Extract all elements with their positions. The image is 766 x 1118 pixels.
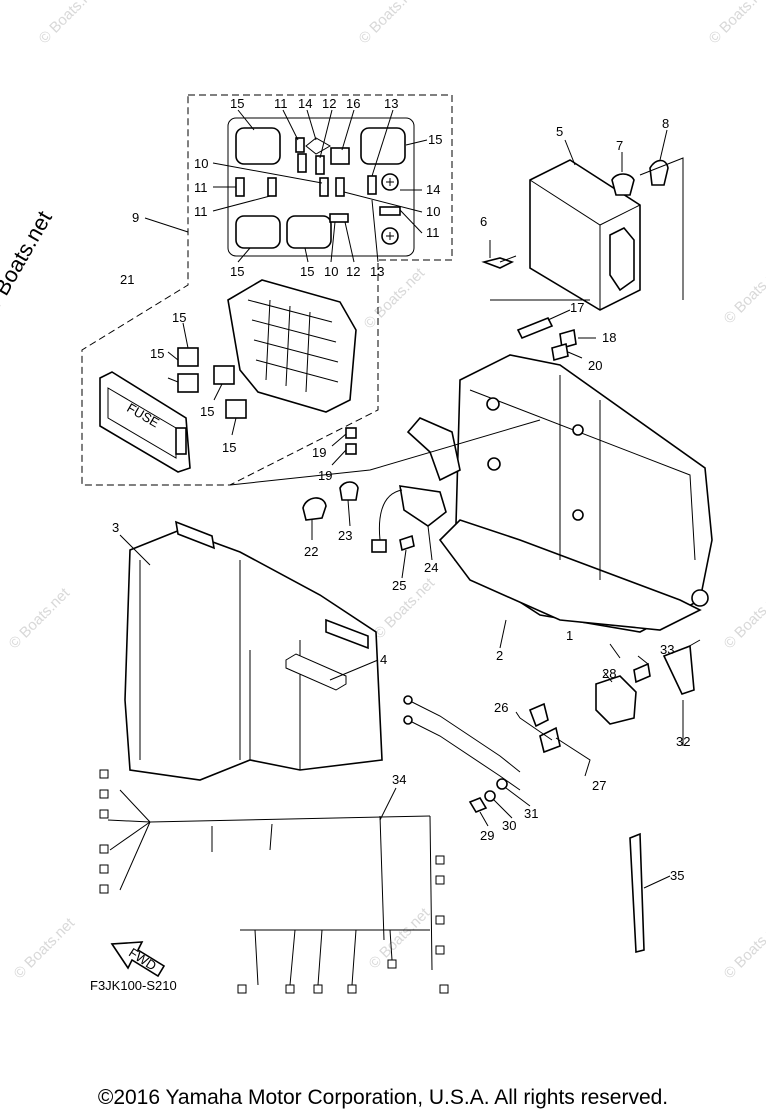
grommets-and-sensor bbox=[229, 419, 541, 579]
callout-29: 29 bbox=[480, 828, 494, 843]
wire-harness bbox=[99, 769, 449, 994]
callout-2: 2 bbox=[496, 648, 503, 663]
callout-27: 27 bbox=[592, 778, 606, 793]
callout-numbers: 1 2 3 4 5 6 7 8 9 17 18 19 19 20 21 22 2… bbox=[112, 116, 690, 883]
box-callout-top: 13 bbox=[384, 96, 398, 111]
callout-21: 21 bbox=[120, 272, 134, 287]
callout-28: 28 bbox=[602, 666, 616, 681]
callout-20: 20 bbox=[588, 358, 602, 373]
relays bbox=[167, 322, 247, 436]
callout-30: 30 bbox=[502, 818, 516, 833]
battery-cables bbox=[403, 639, 701, 827]
callout-9: 9 bbox=[132, 210, 139, 225]
callout-3: 3 bbox=[112, 520, 119, 535]
relay-callout: 15 bbox=[222, 440, 236, 455]
fuse-box-leaders bbox=[144, 109, 428, 263]
relay-callout: 15 bbox=[172, 310, 186, 325]
relay-callout: 15 bbox=[200, 404, 214, 419]
callout-26: 26 bbox=[494, 700, 508, 715]
box-callout-top: 15 bbox=[230, 96, 244, 111]
box-callout-left: 11 bbox=[194, 204, 208, 219]
fuse-box-body bbox=[99, 279, 357, 473]
bracket-parts bbox=[490, 299, 596, 362]
box-callout-bottom: 15 bbox=[300, 264, 314, 279]
callout-33: 33 bbox=[660, 642, 674, 657]
callout-6: 6 bbox=[480, 214, 487, 229]
box-callout-left: 11 bbox=[194, 180, 208, 195]
callout-8: 8 bbox=[662, 116, 669, 131]
box-callout-right: 10 bbox=[426, 204, 440, 219]
catalog-code: F3JK100-S210 bbox=[90, 978, 177, 993]
box-callout-top: 15 bbox=[428, 132, 442, 147]
box-callout-right: 11 bbox=[426, 225, 440, 240]
box-callout-top: 16 bbox=[346, 96, 360, 111]
box-callout-bottom: 10 bbox=[324, 264, 338, 279]
callout-23: 23 bbox=[338, 528, 352, 543]
callout-22: 22 bbox=[304, 544, 318, 559]
callout-7: 7 bbox=[616, 138, 623, 153]
callout-31: 31 bbox=[524, 806, 538, 821]
callout-5: 5 bbox=[556, 124, 563, 139]
copyright-notice: ©2016 Yamaha Motor Corporation, U.S.A. A… bbox=[97, 1086, 669, 1109]
fuse-box-detail bbox=[81, 94, 453, 486]
callout-32: 32 bbox=[676, 734, 690, 749]
box-callout-right: 14 bbox=[426, 182, 440, 197]
callout-19: 19 bbox=[312, 445, 326, 460]
box-callout-bottom: 12 bbox=[346, 264, 360, 279]
electrical-box-cover bbox=[119, 520, 383, 781]
callout-17: 17 bbox=[570, 300, 584, 315]
callout-19-b: 19 bbox=[318, 468, 332, 483]
control-unit bbox=[481, 129, 684, 311]
relay-callout: 15 bbox=[150, 346, 164, 361]
clips-19 bbox=[331, 427, 357, 466]
electrical-box-tray bbox=[406, 354, 713, 649]
fuse-box-callouts: 15 11 14 12 16 13 15 10 11 11 14 10 11 1… bbox=[150, 96, 442, 455]
box-callout-top: 14 bbox=[298, 96, 312, 111]
callout-1: 1 bbox=[566, 628, 573, 643]
callout-34: 34 bbox=[392, 772, 406, 787]
callout-35: 35 bbox=[670, 868, 684, 883]
callout-24: 24 bbox=[424, 560, 438, 575]
box-callout-bottom: 15 bbox=[230, 264, 244, 279]
cable-tie bbox=[629, 832, 671, 954]
exploded-parts-diagram: FWD FUSE 1 2 3 4 5 6 7 8 9 17 18 19 19 2… bbox=[81, 94, 713, 994]
box-callout-top: 12 bbox=[322, 96, 336, 111]
box-callout-left: 10 bbox=[194, 156, 208, 171]
box-callout-top: 11 bbox=[274, 96, 288, 111]
callout-18: 18 bbox=[602, 330, 616, 345]
callout-4: 4 bbox=[380, 652, 387, 667]
fwd-arrow: FWD bbox=[110, 941, 166, 978]
box-callout-bottom: 13 bbox=[370, 264, 384, 279]
callout-25: 25 bbox=[392, 578, 406, 593]
